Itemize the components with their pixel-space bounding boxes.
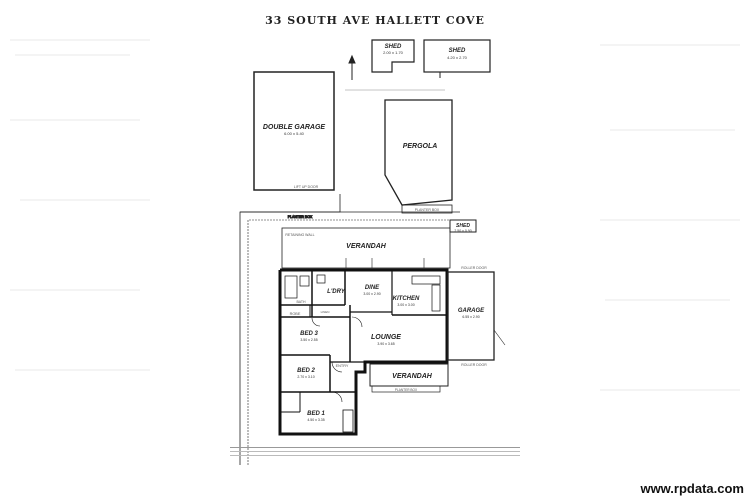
bed3-name: BED 3	[300, 331, 318, 337]
dine-dims: 3.00 x 2.90	[363, 292, 380, 296]
shed-small-dims: 2.00 x 1.70	[383, 50, 404, 55]
double-garage: DOUBLE GARAGE 6.00 x 5.40 LIFT UP DOOR	[253, 71, 335, 191]
robe-label: ROBE	[290, 312, 301, 316]
lounge-dims: 3.90 x 3.65	[377, 342, 394, 346]
bath-label: BATH	[296, 300, 306, 304]
shed-side-name: SHED	[456, 223, 470, 229]
north-arrow	[348, 54, 356, 80]
planter-box-bottom-label: PLANTER BOX	[395, 388, 418, 392]
shed-side-dims: 2.50 x 0.90	[454, 229, 471, 233]
garage-dims: 6.55 x 2.90	[462, 315, 479, 319]
planter-box-mid: PLANTER BOX	[401, 204, 453, 214]
bed3-dims: 3.50 x 2.55	[300, 338, 317, 342]
verandah-rear-name: VERANDAH	[346, 243, 387, 250]
garage-name: GARAGE	[458, 308, 485, 314]
kitchen-name: KITCHEN	[393, 296, 420, 302]
scan-smudges	[10, 39, 740, 391]
shed-small-name: SHED	[385, 44, 402, 50]
planter-box-mid-label: PLANTER BOX	[415, 208, 440, 212]
garage: ROLLER DOOR ROLLER DOOR GARAGE 6.55 x 2.…	[447, 266, 506, 367]
shed-large-dims: 4.20 x 2.70	[447, 55, 468, 60]
bed1-dims: 4.50 x 3.35	[307, 418, 324, 422]
retaining-wall-label: RETAINING WALL	[285, 233, 314, 237]
bed2-name: BED 2	[297, 368, 315, 374]
shed-large: SHED 4.20 x 2.70	[423, 39, 491, 78]
roller-door-top-label: ROLLER DOOR	[461, 266, 487, 270]
dine-name: DINE	[365, 285, 380, 291]
bed1-name: BED 1	[307, 411, 325, 417]
lounge-name: LOUNGE	[371, 334, 401, 341]
verandah-front-name: VERANDAH	[392, 373, 433, 380]
roller-door-bottom-label: ROLLER DOOR	[461, 363, 487, 367]
rpdata-watermark[interactable]: www.rpdata.com	[640, 481, 744, 496]
double-garage-name: DOUBLE GARAGE	[263, 124, 326, 131]
house-room-labels: BATH L'DRY DINE 3.00 x 2.90 KITCHEN 3.00…	[290, 285, 420, 422]
disclaimer-text	[230, 447, 520, 457]
shed-large-name: SHED	[449, 48, 466, 54]
laundry-name: L'DRY	[327, 289, 346, 295]
pergola-name: PERGOLA	[403, 143, 438, 150]
site-boundary: PLANTER BOX	[239, 194, 460, 465]
shed-small: SHED 2.00 x 1.70	[371, 39, 415, 73]
plan-title: 33 SOUTH AVE HALLETT COVE	[265, 14, 485, 27]
pergola: PERGOLA	[384, 99, 453, 206]
planter-box-top-label: PLANTER BOX	[288, 215, 313, 219]
shed-side: SHED 2.50 x 0.90	[449, 219, 477, 233]
kitchen-dims: 3.00 x 3.00	[397, 303, 414, 307]
verandah-front: VERANDAH PLANTER BOX	[369, 363, 449, 393]
linen-label: LINEN	[321, 310, 330, 314]
house-walls	[278, 268, 449, 436]
bed2-dims: 2.70 x 3.10	[297, 375, 314, 379]
entry-label: ENTRY	[336, 364, 349, 368]
double-garage-dims: 6.00 x 5.40	[284, 131, 305, 136]
lift-up-door-label: LIFT UP DOOR	[294, 185, 319, 189]
verandah-rear: RETAINING WALL VERANDAH	[281, 227, 451, 269]
